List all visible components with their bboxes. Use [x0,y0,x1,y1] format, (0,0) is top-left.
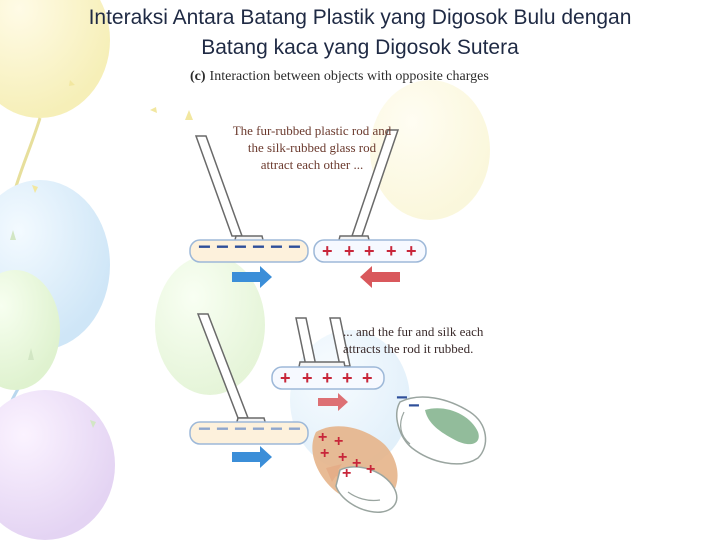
slide-title-line-2: Batang kaca yang Digosok Sutera [201,36,519,59]
negative-charge: − [252,234,265,259]
figure-heading: (c)Interaction between objects with oppo… [190,68,510,86]
positive-charge: + [386,241,397,261]
positive-charge: + [320,445,330,462]
positive-charge: + [318,429,328,446]
slide-title-line-1: Interaksi Antara Batang Plastik yang Dig… [88,6,632,29]
positive-charge: + [406,241,417,261]
negative-charge: − [216,234,229,259]
positive-charge: + [280,368,291,388]
negative-charge: − [198,416,211,441]
hand-with-fur-icon [312,426,398,513]
negative-charge: − [408,395,420,417]
figure-heading-text: Interaction between objects with opposit… [209,69,489,84]
balloon-yellow-right [370,80,490,220]
positive-charge: + [342,368,353,388]
negative-charge: − [234,234,247,259]
plastic-rod-top [189,239,309,263]
positive-charge: + [322,368,333,388]
balloon-green-left [0,270,60,390]
attraction-arrow-left-icon [360,266,400,288]
caption-top: The fur-rubbed plastic rod and the silk-… [232,123,392,172]
positive-charge: + [364,241,375,261]
positive-charge: + [362,368,373,388]
negative-charge: − [252,416,265,441]
negative-charge: − [234,416,247,441]
rod-holder-right-bottom [295,317,351,373]
positive-charge: + [334,433,344,450]
hand-with-silk-icon [396,396,487,465]
negative-charge: − [396,387,408,409]
negative-charge: − [198,234,211,259]
plastic-rod-bottom [189,421,309,445]
glass-rod-bottom [271,366,385,390]
positive-charge: + [338,449,348,466]
rod-holder-left-bottom [196,313,269,433]
attraction-arrow-right-icon [232,446,272,468]
caption-bottom: ... and the fur and silk each attracts t… [343,324,484,356]
positive-charge: + [366,461,376,478]
positive-charge: + [352,455,362,472]
positive-charge: + [344,241,355,261]
balloon-yellow-top [0,0,110,118]
negative-charge: − [270,234,283,259]
negative-charge: − [288,416,301,441]
negative-charge: − [270,416,283,441]
glass-rod-top [313,239,427,263]
figure-label: (c) [190,69,206,84]
attraction-arrow-down-icon [318,393,348,411]
negative-charge: − [216,416,229,441]
positive-charge: + [342,465,352,482]
negative-charge: − [288,234,301,259]
charge-interaction-figure [189,129,487,513]
balloon-purple-bottom [0,390,115,540]
attraction-arrow-right-icon [232,266,272,288]
positive-charge: + [322,241,333,261]
positive-charge: + [302,368,313,388]
